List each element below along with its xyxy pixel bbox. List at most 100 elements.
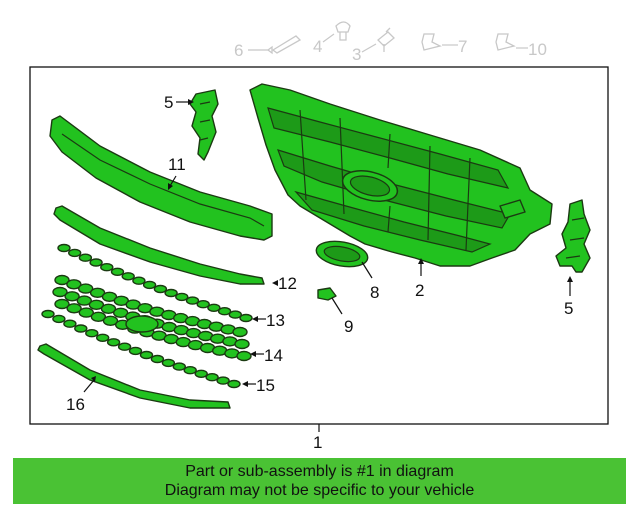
mesh-emblem-mount (125, 315, 159, 333)
arrow-11-icon (168, 183, 173, 190)
arrow-2-icon (418, 258, 424, 264)
mesh-cell (121, 272, 135, 281)
push-clip-icon (335, 21, 351, 41)
mesh-cell (95, 333, 110, 342)
mesh-cell (66, 279, 82, 290)
retainer-10-icon (495, 33, 516, 51)
mesh-cell (207, 303, 221, 312)
info-banner: Part or sub-assembly is #1 in diagram Di… (13, 458, 626, 504)
mesh-cell (196, 300, 210, 309)
mesh-cell (76, 295, 93, 306)
mesh-cell (205, 373, 219, 382)
leader-8 (361, 261, 373, 279)
mesh-cell (150, 354, 165, 364)
mesh-cell (90, 311, 107, 322)
callout-2: 2 (415, 281, 424, 300)
mesh-cell (234, 338, 250, 350)
arrow-12-icon (272, 280, 278, 286)
arrow-15-icon (242, 381, 248, 387)
mesh-cell (172, 362, 187, 371)
mesh-13[interactable] (57, 243, 253, 323)
pin-fastener-icon (271, 35, 302, 54)
mesh-cell (132, 276, 146, 285)
mesh-cell (89, 258, 103, 267)
mesh-cell (139, 350, 154, 360)
mesh-cell (228, 310, 243, 319)
mesh-14[interactable] (52, 274, 252, 362)
mesh-cell (194, 369, 208, 378)
mesh-cell (217, 307, 232, 316)
callout-14: 14 (264, 346, 283, 365)
mesh-cell (185, 296, 200, 305)
mesh-cell (106, 338, 121, 347)
mesh-cell (175, 292, 189, 302)
mesh-cell (183, 366, 197, 375)
callout-15: 15 (256, 376, 275, 395)
callout-10: 10 (528, 40, 547, 59)
mesh-cell (52, 314, 66, 324)
retainer-7-icon (421, 33, 442, 51)
callout-6: 6 (234, 41, 243, 60)
mesh-cell (57, 243, 71, 253)
hardware-header: 6 4 3 7 10 (234, 21, 547, 64)
callout-8: 8 (370, 283, 379, 302)
mesh-cell (164, 288, 178, 298)
mesh-cell (63, 319, 77, 328)
mesh-cell (102, 315, 119, 326)
callout-13: 13 (266, 311, 285, 330)
mesh-cell (142, 280, 157, 290)
mesh-cell (227, 379, 241, 389)
arrow-14-icon (250, 351, 256, 357)
mesh-cell (88, 299, 105, 310)
upper-molding[interactable] (49, 115, 273, 241)
arrow-6-icon (266, 45, 273, 55)
mesh-cell (100, 303, 117, 314)
callout-11: 11 (168, 155, 186, 174)
leader-3 (361, 43, 377, 53)
callout-1: 1 (313, 433, 322, 452)
lower-strip-16[interactable] (37, 343, 231, 409)
bracket-left[interactable] (189, 89, 219, 161)
mesh-cell (236, 350, 252, 362)
banner-line-2: Diagram may not be specific to your vehi… (164, 482, 475, 499)
emblem[interactable] (314, 238, 369, 271)
mesh-cell (100, 263, 114, 272)
strip-12[interactable] (53, 205, 265, 285)
callout-3: 3 (352, 45, 361, 64)
mesh-cell (216, 376, 230, 385)
arrow-5-lower-icon (567, 276, 573, 282)
mesh-cell (128, 346, 143, 356)
mesh-cell (54, 274, 70, 286)
leader-4 (322, 33, 335, 43)
mesh-cell (161, 358, 176, 368)
callout-5-lower: 5 (564, 299, 573, 318)
mesh-cell (41, 309, 55, 319)
arrow-16-icon (91, 376, 96, 382)
callout-5-upper: 5 (164, 93, 173, 112)
bracket-right[interactable] (555, 199, 591, 273)
mesh-cell (54, 298, 70, 310)
callout-12: 12 (278, 274, 297, 293)
grille-frame[interactable] (249, 83, 553, 267)
callout-16: 16 (66, 395, 85, 414)
mesh-cell (153, 284, 168, 294)
mesh-15[interactable] (41, 309, 241, 389)
mesh-cell (74, 324, 88, 333)
mesh-cell (85, 329, 99, 338)
clip-9[interactable] (317, 287, 337, 301)
mesh-cell (110, 267, 125, 276)
mesh-cell (78, 307, 95, 318)
arrow-5-upper-icon (188, 99, 194, 105)
mesh-cell (232, 326, 248, 338)
mesh-cell (239, 313, 253, 323)
mesh-cell (67, 248, 82, 258)
screw-icon (377, 27, 395, 52)
mesh-cell (78, 253, 93, 262)
arrow-13-icon (252, 316, 258, 322)
mesh-cell (77, 283, 94, 294)
callout-7: 7 (458, 37, 467, 56)
mesh-cell (52, 286, 68, 298)
leader-16 (83, 379, 95, 393)
mesh-cell (66, 303, 82, 314)
